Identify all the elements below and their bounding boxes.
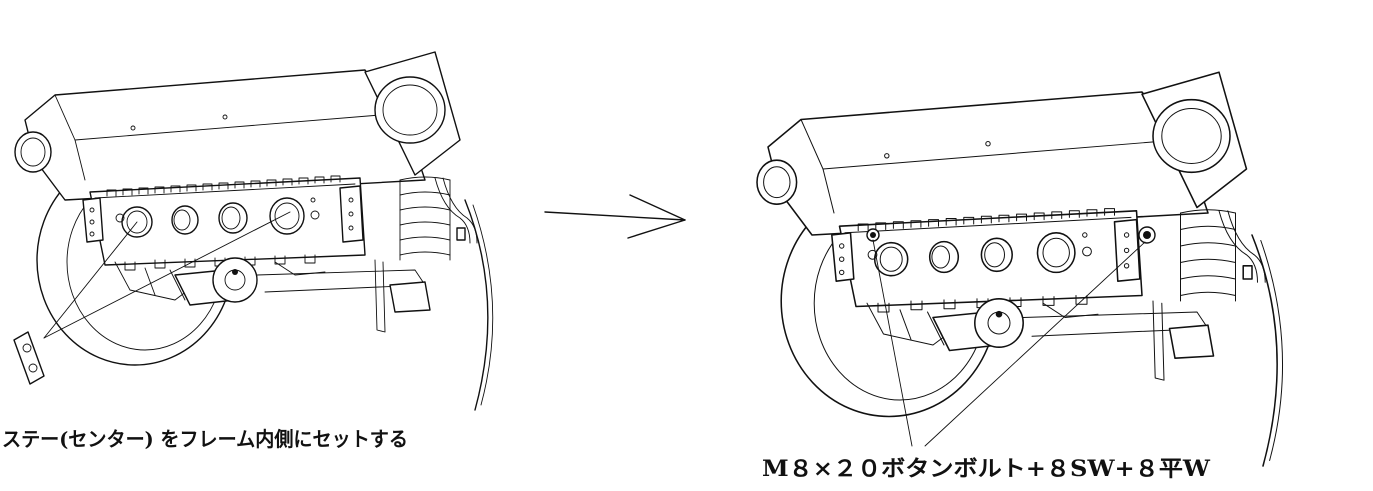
leader-line-right-1 xyxy=(872,239,913,447)
vehicle-frame-after xyxy=(756,71,1284,467)
leader-line-left-1 xyxy=(43,221,138,339)
right-arrow-icon xyxy=(544,194,686,239)
vehicle-frame-before xyxy=(13,51,494,411)
step-right-caption: M８×２０ボタンボルト+８SW+８平W xyxy=(762,456,1210,482)
step-left-caption: ステー(センター) をフレーム内側にセットする xyxy=(2,427,408,451)
bolt-marker-right xyxy=(1138,226,1156,244)
bolt-marker-left xyxy=(866,228,880,242)
center-stay-part xyxy=(13,331,45,385)
leader-line-right-2 xyxy=(924,241,1146,447)
leader-line-left-2 xyxy=(43,211,291,339)
